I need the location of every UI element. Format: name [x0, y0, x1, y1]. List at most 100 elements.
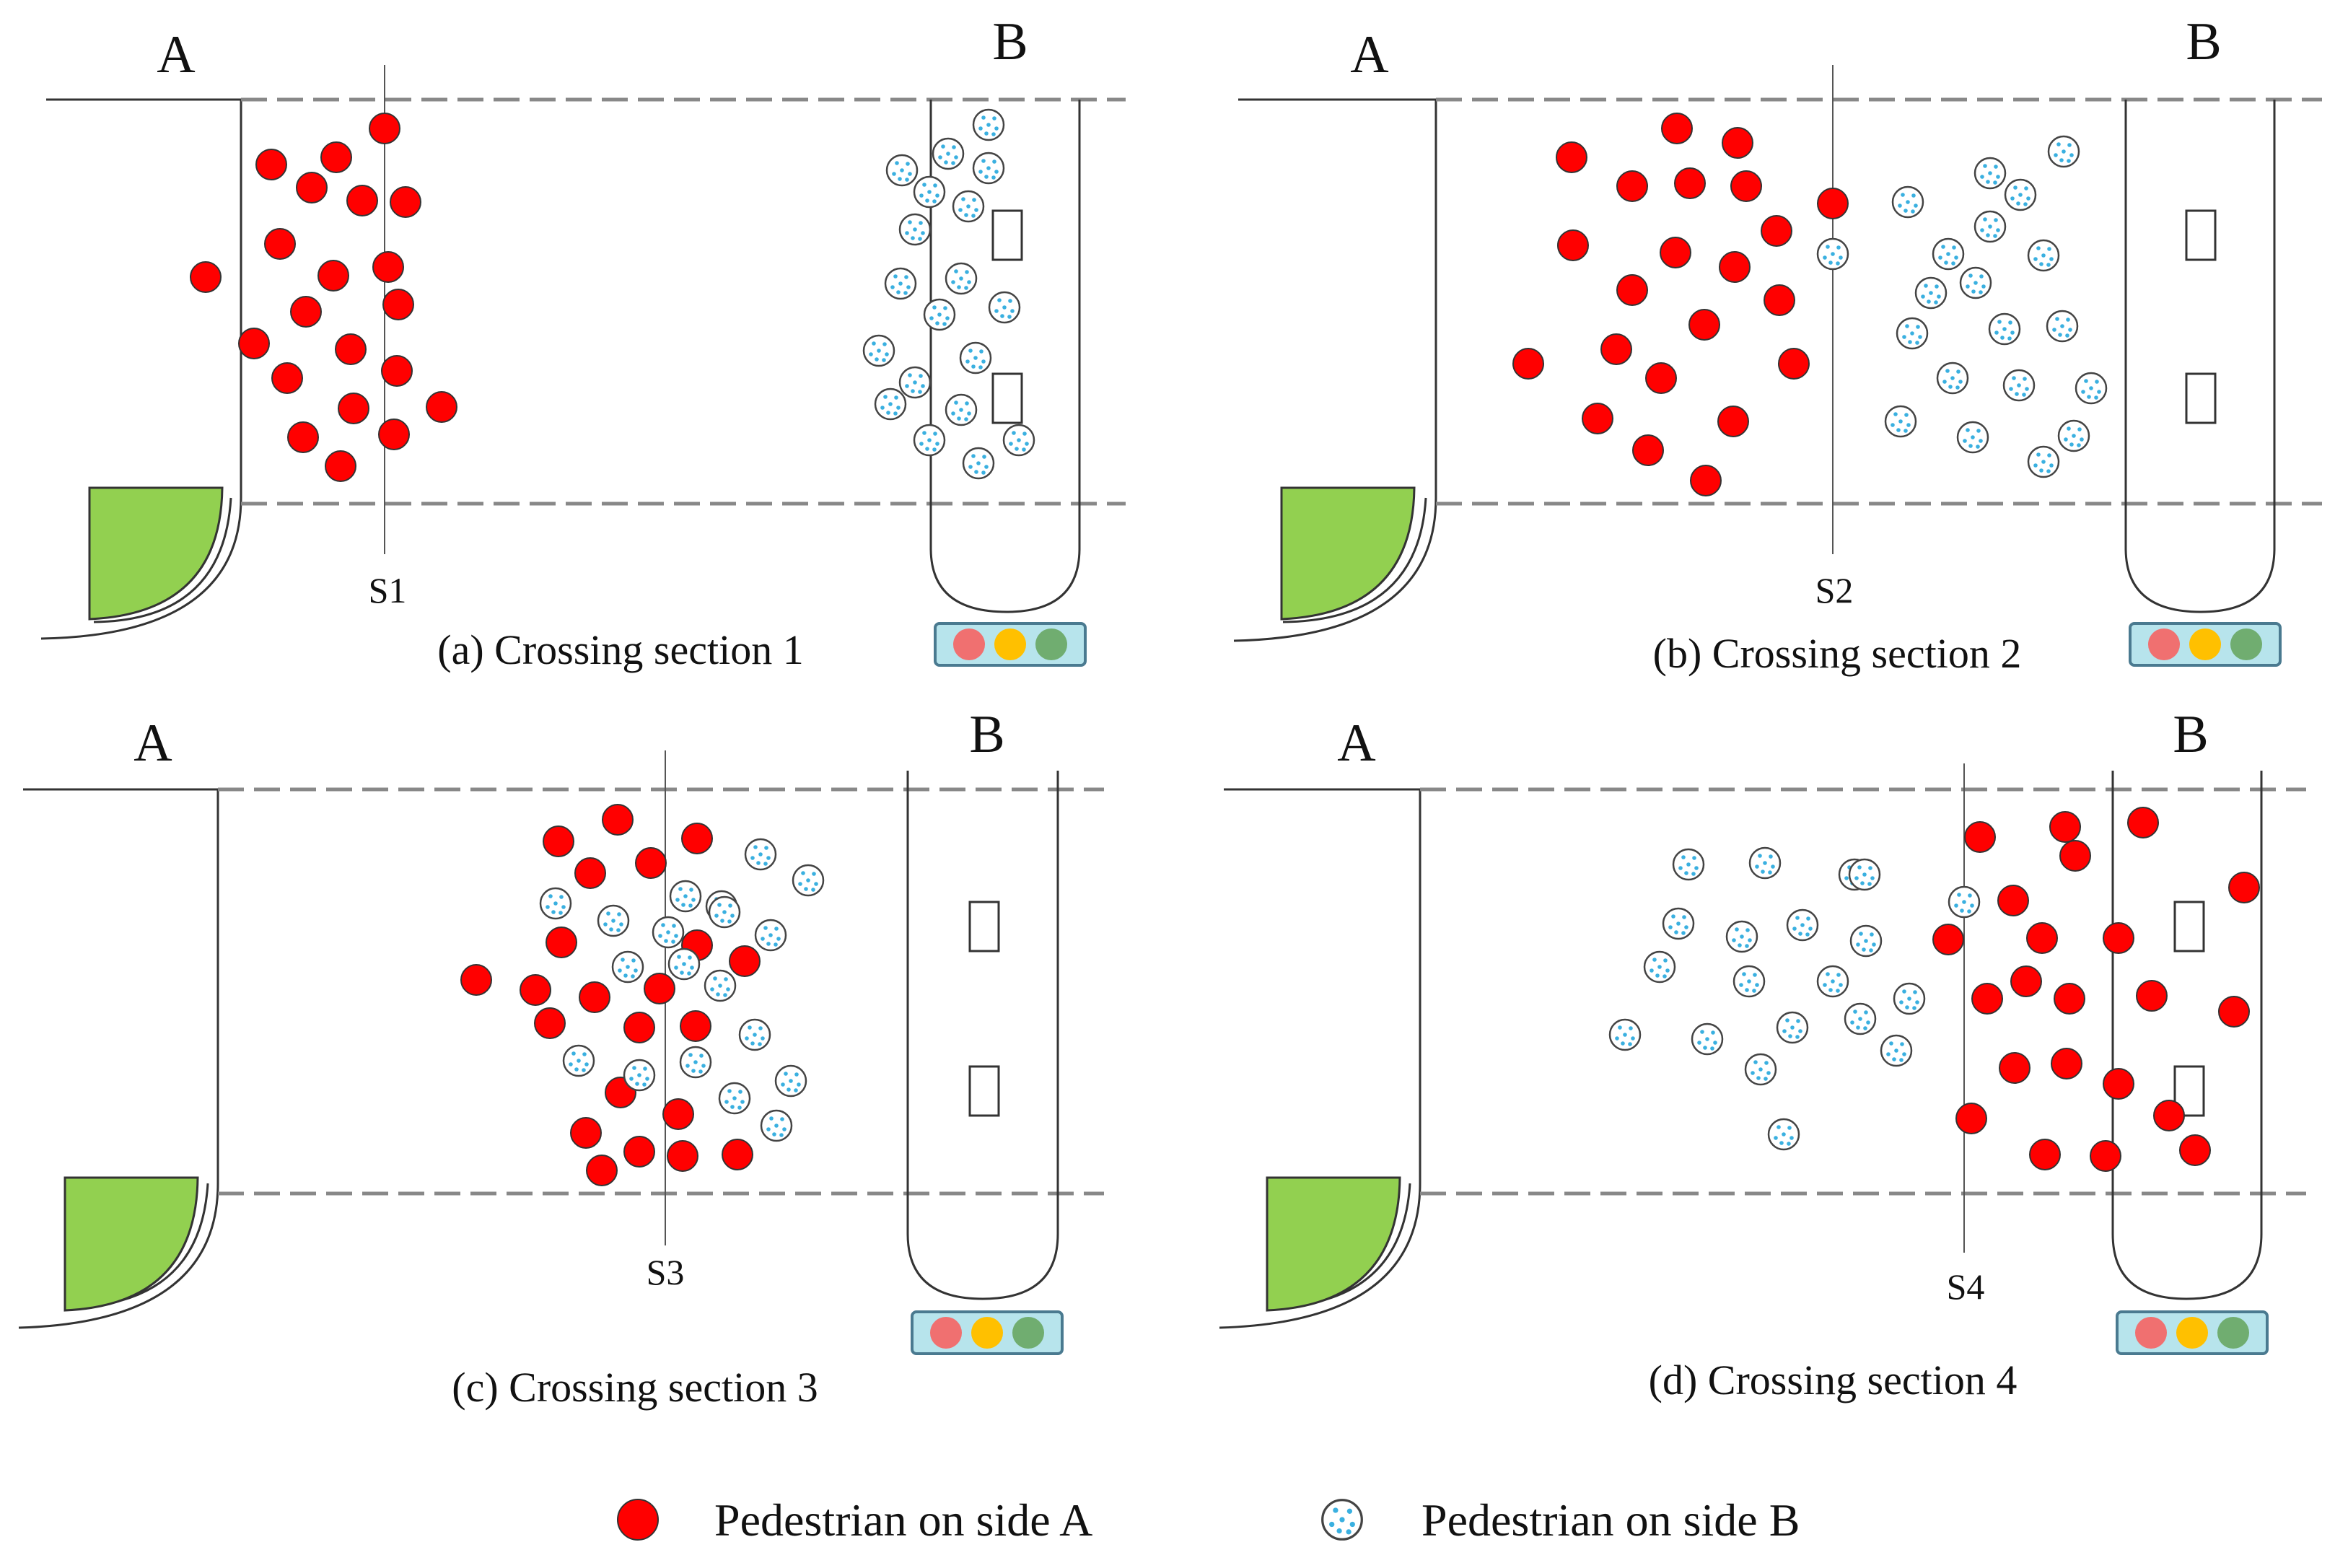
pedestrian-side-a [1971, 983, 2003, 1015]
legend-pedestrian-side-a-label: Pedestrian on side A [714, 1494, 1092, 1546]
pedestrian-side-b [1959, 266, 1992, 299]
pedestrian-side-b [1848, 858, 1881, 891]
pedestrian-side-b [2046, 310, 2079, 343]
pedestrian-side-b [744, 838, 777, 871]
panel-b: A B S2 (b) Crossing section 2 [1233, 12, 2322, 677]
section-label: S3 [647, 1252, 685, 1292]
pedestrian-side-a [2103, 922, 2134, 954]
pedestrian-side-a [1660, 237, 1691, 268]
pedestrian-side-b [623, 1059, 656, 1092]
refuge-marker [968, 901, 1000, 952]
pedestrian-side-b [1849, 924, 1883, 958]
pedestrian-side-b [862, 334, 895, 367]
pedestrian-side-a [729, 945, 761, 977]
pedestrian-side-a [190, 261, 222, 293]
refuge-marker [2185, 209, 2217, 261]
pedestrian-side-a [1557, 229, 1589, 261]
pedestrian-side-b [1786, 908, 1819, 942]
refuge-marker [2185, 372, 2217, 424]
pedestrian-side-b [1672, 848, 1705, 881]
pedestrian-side-a [1661, 113, 1693, 144]
pedestrian-side-b [2057, 419, 2090, 452]
pedestrian-side-b [792, 864, 825, 897]
road-geometry [40, 97, 1126, 640]
pedestrian-side-b [1948, 885, 1981, 919]
pedestrian-side-a [1778, 348, 1810, 380]
pedestrian-side-a [1556, 141, 1587, 173]
pedestrian-side-b [760, 1109, 793, 1142]
pedestrian-side-a [1632, 434, 1664, 466]
pedestrian-side-a [264, 228, 296, 260]
refuge-marker [991, 372, 1023, 424]
pedestrian-side-b [1891, 185, 1924, 219]
pedestrian-side-a [1717, 406, 1749, 437]
pedestrian-side-a [574, 857, 606, 889]
refuge-marker [2173, 901, 2205, 952]
pedestrian-side-a [320, 141, 352, 173]
pedestrian-side-b [597, 904, 630, 937]
pedestrian-side-b [884, 267, 917, 300]
pedestrian-side-a [238, 328, 270, 359]
pedestrian-side-b [952, 190, 985, 223]
pedestrian-side-a [722, 1139, 753, 1170]
pedestrian-side-b [972, 108, 1005, 141]
pedestrian-side-b [1748, 846, 1782, 880]
pedestrians-side-a [1932, 807, 2260, 1172]
signal-red-light [2135, 1317, 2167, 1349]
pedestrian-side-b [2027, 445, 2060, 478]
pedestrian-side-b [562, 1044, 595, 1077]
panel-caption: (c) Crossing section 3 [452, 1364, 818, 1411]
pedestrian-side-a [534, 1007, 566, 1039]
pedestrian-side-a [2103, 1068, 2134, 1100]
pedestrian-side-b [1002, 424, 1035, 457]
pedestrian-side-b [667, 947, 701, 981]
pedestrian-side-b [704, 969, 737, 1002]
legend: Pedestrian on side A Pedestrian on side … [617, 1494, 1800, 1546]
pedestrian-side-a [1690, 465, 1722, 496]
legend-pedestrian-side-b-label: Pedestrian on side B [1421, 1494, 1800, 1546]
pedestrian-side-b [1914, 276, 1948, 310]
side-b-label: B [992, 12, 1028, 71]
pedestrian-side-a [520, 974, 551, 1006]
traffic-signal [2116, 1310, 2269, 1355]
pedestrians-side-a [190, 113, 457, 482]
pedestrian-side-a [623, 1012, 655, 1043]
signal-green-light [2217, 1317, 2249, 1349]
pedestrian-side-a [426, 391, 457, 423]
pedestrian-side-b [1973, 210, 2007, 243]
pedestrian-side-b [738, 1018, 771, 1051]
panel-caption: (d) Crossing section 4 [1649, 1357, 2018, 1403]
pedestrian-side-b [774, 1064, 807, 1098]
side-a-label: A [1350, 25, 1388, 84]
pedestrian-side-b [1988, 312, 2021, 346]
pedestrian-side-b [874, 387, 907, 421]
pedestrian-side-b [945, 393, 978, 426]
pedestrian-side-a [1730, 170, 1762, 202]
pedestrian-side-a [2218, 996, 2250, 1028]
section-label: S2 [1815, 570, 1854, 610]
pedestrian-side-a [1512, 348, 1544, 380]
pedestrian-side-a [2136, 980, 2168, 1012]
pedestrian-side-b [945, 262, 978, 295]
pedestrian-side-a [1955, 1103, 1987, 1134]
refuge-marker [991, 209, 1023, 261]
pedestrian-side-a [2054, 983, 2085, 1015]
pedestrian-side-b [898, 213, 932, 246]
side-a-label: A [133, 714, 172, 773]
signal-yellow-light [994, 628, 1026, 660]
pedestrian-side-a [2051, 1048, 2082, 1079]
pedestrian-side-b [718, 1082, 751, 1115]
signal-green-light [1035, 628, 1067, 660]
pedestrian-side-a [681, 823, 713, 854]
pedestrian-side-a [1616, 170, 1648, 202]
signal-yellow-light [2176, 1317, 2208, 1349]
pedestrian-side-a [271, 362, 303, 394]
signal-green-light [1012, 1317, 1044, 1349]
pedestrian-side-a [390, 186, 421, 218]
panel-d: A B S4 (d) Crossing section 4 [1219, 705, 2306, 1403]
pedestrian-side-a [1999, 1052, 2030, 1084]
pedestrian-side-a [325, 450, 356, 482]
pedestrian-side-b [1884, 405, 1917, 438]
pedestrian-side-b [708, 895, 741, 929]
pedestrian-side-a [317, 260, 349, 292]
